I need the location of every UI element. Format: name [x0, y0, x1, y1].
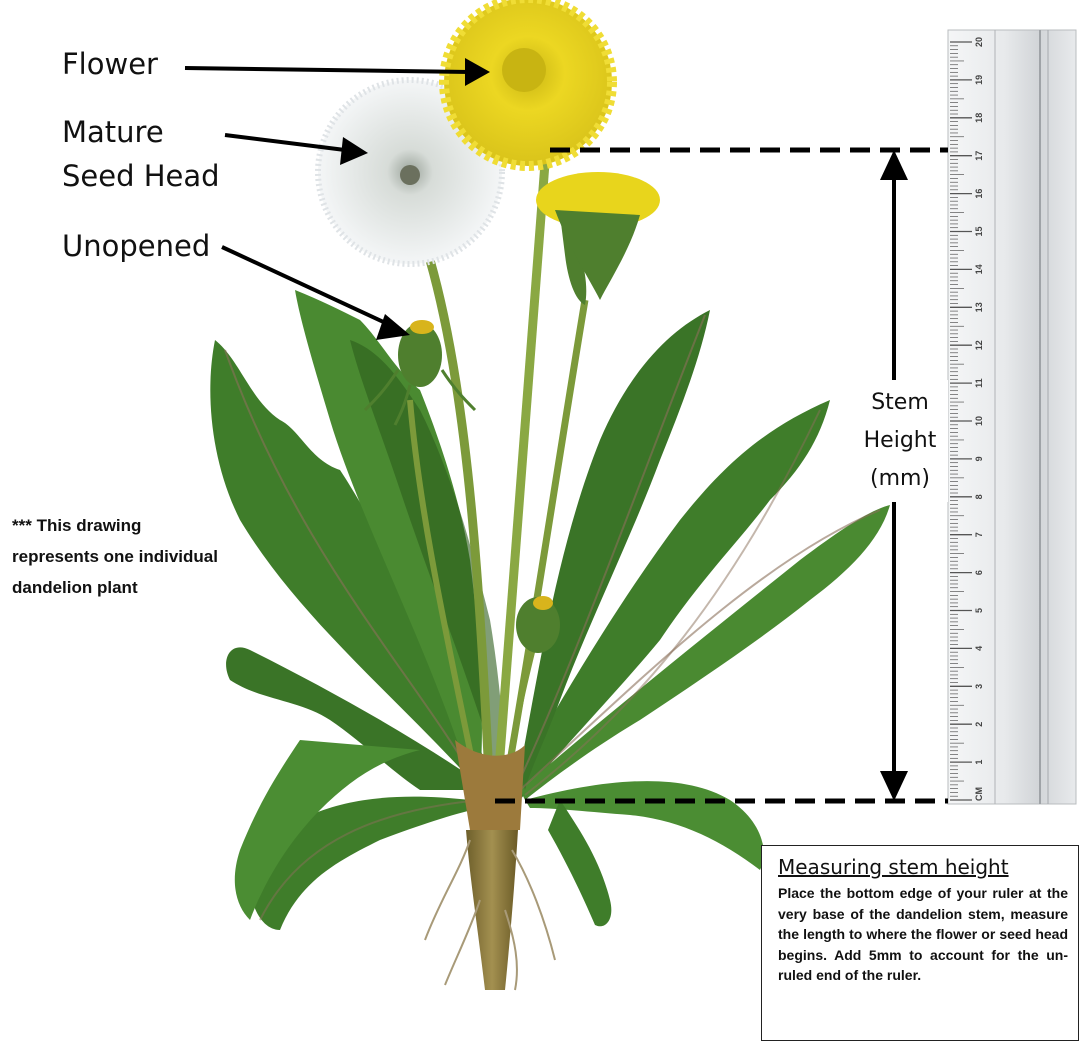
ruler-number: 8 — [974, 494, 984, 499]
ruler-number: 1 — [974, 760, 984, 765]
ruler-number: 5 — [974, 608, 984, 613]
ruler-number: 2 — [974, 722, 984, 727]
mature-seed-head-label-line2: Seed Head — [62, 154, 220, 198]
stem-height-line2: Height — [852, 422, 948, 460]
ruler-number: 16 — [974, 189, 984, 199]
ruler-number: 3 — [974, 684, 984, 689]
measuring-instructions-title: Measuring stem height — [778, 854, 1068, 880]
ruler-number: 19 — [974, 75, 984, 85]
measuring-instructions-box: Measuring stem height Place the bottom e… — [761, 845, 1079, 1041]
stem-height-line1: Stem — [852, 384, 948, 422]
stem-height-line3: (mm) — [852, 460, 948, 498]
ruler-number: 15 — [974, 226, 984, 236]
ruler-number: 17 — [974, 151, 984, 161]
ruler-number: 13 — [974, 302, 984, 312]
ruler-number: 20 — [974, 37, 984, 47]
flower-label: Flower — [62, 42, 158, 86]
ruler-number: 12 — [974, 340, 984, 350]
ruler-number: 7 — [974, 532, 984, 537]
ruler-number: 11 — [974, 378, 984, 388]
ruler-number: 10 — [974, 416, 984, 426]
measuring-instructions-body: Place the bottom edge of your ruler at t… — [778, 883, 1068, 986]
ruler-number: 9 — [974, 456, 984, 461]
ruler-unit: CM — [974, 787, 984, 801]
ruler-number: 18 — [974, 113, 984, 123]
ruler-number: 4 — [974, 646, 984, 651]
ruler-ticks — [950, 42, 972, 800]
individual-plant-note: *** This drawing represents one individu… — [12, 510, 222, 603]
stem-height-label: Stem Height (mm) — [852, 380, 948, 502]
ruler-number: 14 — [974, 264, 984, 274]
ruler-numbers: 1234567891011121314151617181920CM — [974, 37, 984, 801]
half-open-flower — [536, 172, 660, 305]
unopened-label: Unopened — [62, 224, 210, 268]
ruler-number: 6 — [974, 570, 984, 575]
ruler: 1234567891011121314151617181920CM — [948, 30, 1076, 804]
mature-seed-head-label-line1: Mature — [62, 110, 164, 154]
